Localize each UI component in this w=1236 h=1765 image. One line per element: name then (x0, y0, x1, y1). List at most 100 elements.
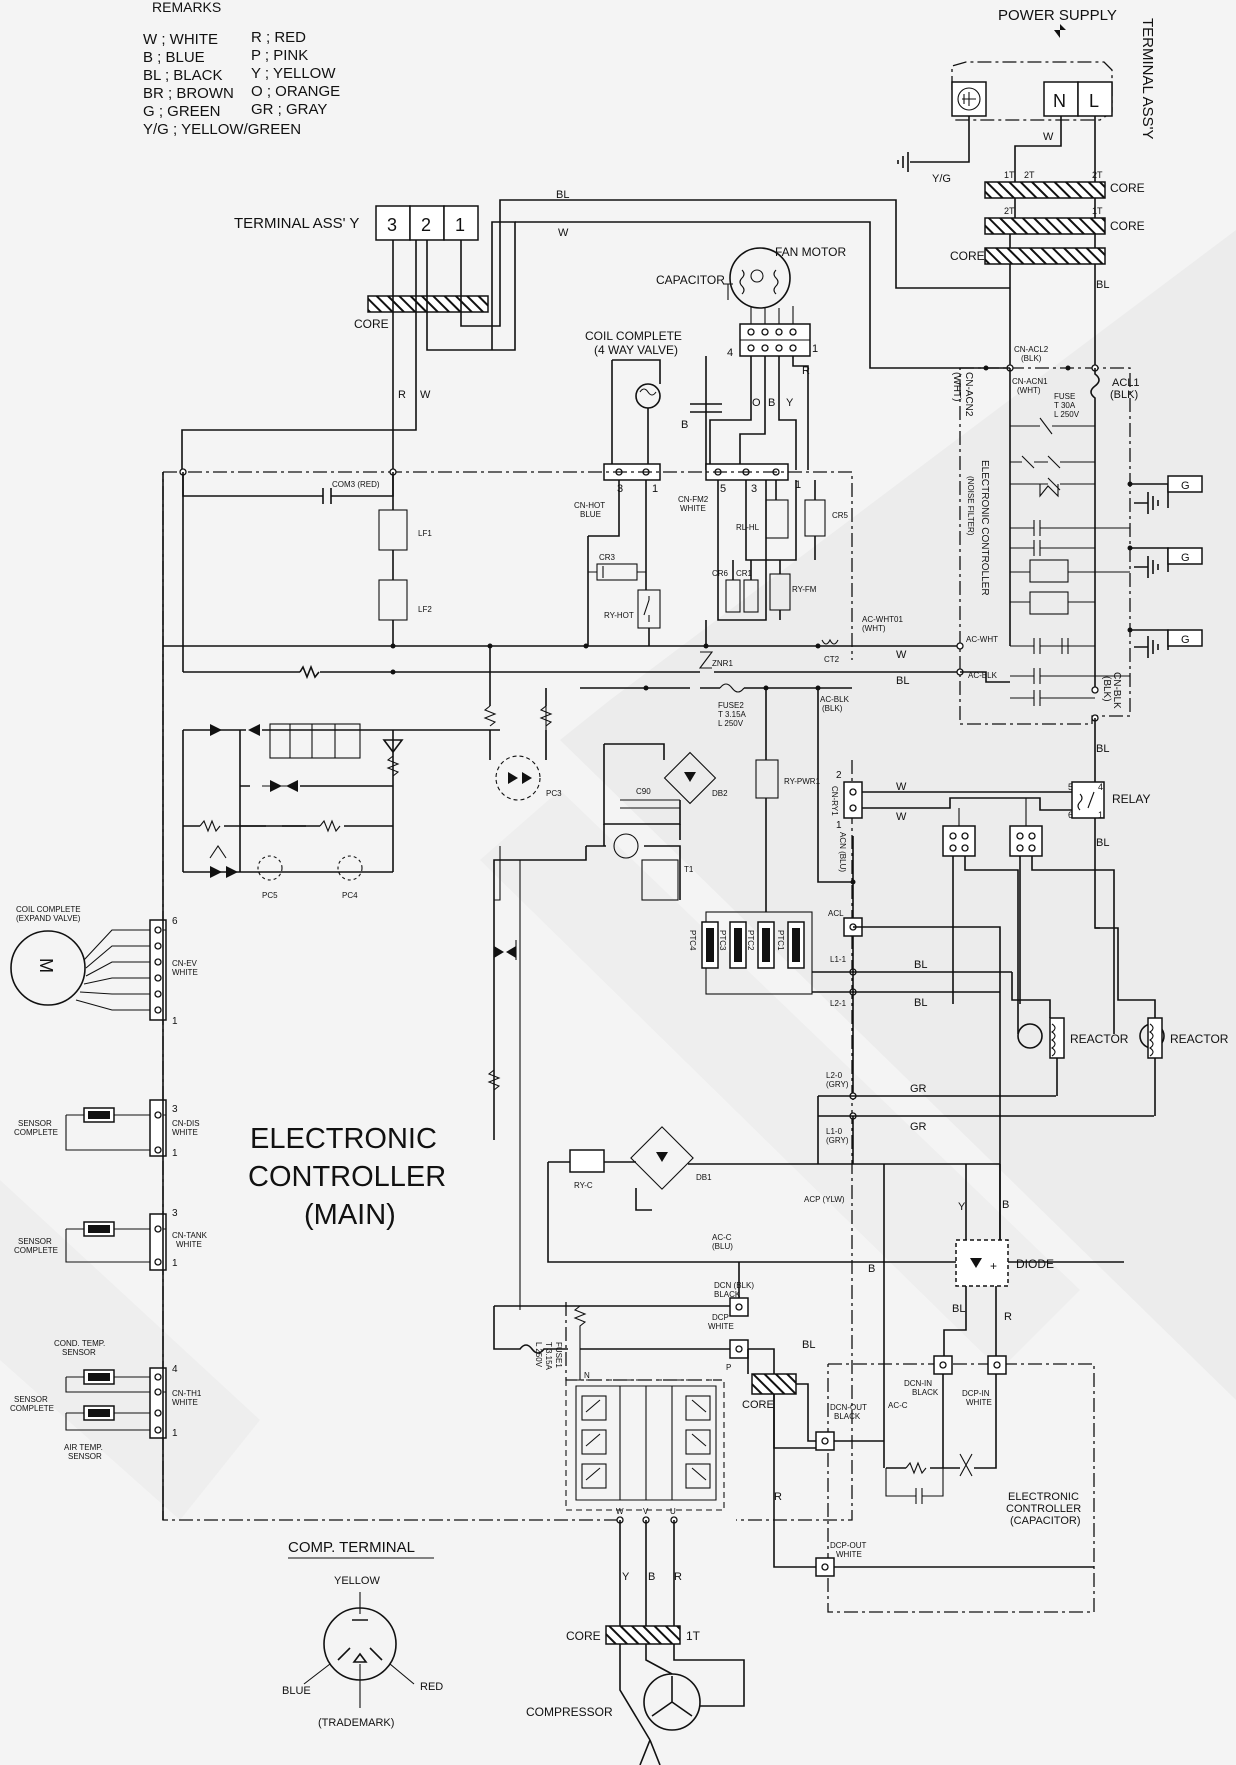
fan-wire-y: Y (786, 397, 794, 409)
terminal-l-label: L (1089, 91, 1099, 111)
cn-dis-pin3: 3 (172, 1104, 178, 1115)
l1-1-label: L1-1 (830, 955, 847, 964)
cn-dis-pin1: 1 (172, 1148, 178, 1159)
remark-red: R ; RED (251, 29, 306, 46)
db2-bridge (663, 751, 717, 805)
cap-core-label: CORE (742, 1399, 774, 1411)
dcn-color: BLACK (714, 1290, 741, 1299)
comp-red-label: RED (420, 1681, 443, 1693)
fan-motor-label: FAN MOTOR (775, 245, 846, 259)
cn-fm2-pin1: 1 (795, 479, 801, 491)
cn-th1-pin4: 4 (172, 1364, 178, 1375)
cap-ctrl-title3: (CAPACITOR) (1010, 1515, 1081, 1527)
dcp-in-color: WHITE (966, 1398, 992, 1407)
cap-ctrl-title1: ELECTRONIC (1008, 1491, 1079, 1503)
noise-choke (1029, 559, 1069, 583)
terminal-core-label: CORE (354, 317, 389, 331)
remarks-title: REMARKS (152, 0, 221, 15)
resistor-icon (199, 819, 341, 833)
l2-1-label: L2-1 (830, 999, 847, 1008)
cn-ev-color: WHITE (172, 968, 198, 977)
earth-icon (1134, 636, 1159, 658)
dcn-in-label: DCN-IN (904, 1379, 932, 1388)
pc3-label: PC3 (546, 789, 562, 798)
earth-icon (1134, 492, 1159, 514)
cn-th1-pin1: 1 (172, 1428, 178, 1439)
comp-terminal-title: COMP. TERMINAL (288, 1539, 415, 1556)
noise-fuse-rating: T 30A (1054, 401, 1076, 410)
cn-hot-pin3: 3 (617, 483, 623, 495)
cn-dis-connector (149, 1099, 167, 1157)
label-2t-b: 2T (1092, 170, 1103, 180)
relay-pin1: 1 (1098, 810, 1103, 820)
core-label-3: CORE (950, 249, 985, 263)
dcp-label: DCP (712, 1313, 729, 1322)
terminal-2-label: 2 (421, 215, 431, 235)
cap-wire-r: R (774, 1491, 782, 1503)
reactor-wire-gr1: GR (910, 1083, 927, 1095)
cr1-icon (743, 579, 759, 613)
cn-fm2-pin3: 3 (751, 483, 757, 495)
remark-green: G ; GREEN (143, 103, 221, 120)
cn-tank-pin1: 1 (172, 1258, 178, 1269)
sensor2-sublabel: COMPLETE (14, 1246, 58, 1255)
ac-wht01-label: AC-WHT01 (862, 615, 903, 624)
motor-m-label: M (36, 958, 56, 973)
cn-tank-label: CN-TANK (172, 1231, 208, 1240)
cr5-label: CR5 (832, 511, 849, 520)
fuse2-voltage: L 250V (718, 719, 744, 728)
dcn-in-color: BLACK (912, 1388, 939, 1397)
diode-wire-y: Y (958, 1201, 966, 1213)
power-supply-block: POWER SUPPLY TERMINAL ASS'Y N L W Y/G 1T… (897, 7, 1156, 368)
compressor-label: COMPRESSOR (526, 1705, 613, 1719)
terminal-assy-block: TERMINAL ASS' Y 3 2 1 CORE R W BL W (181, 189, 1010, 472)
coil-4way-icon (635, 383, 661, 409)
terminal-core (367, 295, 489, 313)
diode-icon (248, 724, 260, 736)
l1-0-label: L1-0 (826, 1127, 843, 1136)
wire-r-label: R (398, 389, 406, 401)
compressor-core (605, 1625, 681, 1645)
diode-icon (210, 724, 222, 736)
cond-temp-sublabel: SENSOR (62, 1348, 96, 1357)
fuse2-icon (719, 683, 745, 693)
fan-wire-b2: B (681, 419, 688, 431)
diode-wire-r: R (1004, 1311, 1012, 1323)
compressor-block: COMP. TERMINAL YELLOW BLUE RED (TRADEMAR… (282, 1520, 745, 1765)
diode-icon (970, 1258, 982, 1268)
varistor-icon (1010, 455, 1095, 469)
remark-yellow: Y ; YELLOW (251, 65, 336, 82)
noise-wire-bl: BL (896, 675, 909, 687)
ct2-label: CT2 (824, 655, 840, 664)
ac-wht01-color: (WHT) (862, 624, 886, 633)
capacitor-label: CAPACITOR (656, 273, 725, 287)
ground-terminal-g3 (1167, 629, 1203, 647)
reactor-1-thermal (1017, 1023, 1043, 1049)
noise-choke (1029, 591, 1069, 615)
fuse1-voltage: L 250V (534, 1342, 543, 1368)
cn-hot-label: CN-HOT (574, 501, 605, 510)
fuse2-label: FUSE2 (718, 701, 744, 710)
comp-wire-y: Y (622, 1571, 630, 1583)
acn-blu-label: ACN (BLU) (838, 832, 847, 872)
cn-acl2-label: CN-ACL2 (1014, 345, 1049, 354)
fan-pin-1: 1 (812, 343, 818, 355)
cn-acn2-label: CN-ACN2 (963, 372, 974, 417)
cn-blk-label: CN-BLK (1111, 672, 1122, 709)
cn-th1-connector (149, 1367, 167, 1439)
relay-block: 5 4 6 1 RELAY BL BL W W (853, 718, 1150, 1266)
diode-icon (494, 946, 516, 958)
label-1t: 1T (1004, 170, 1015, 180)
cap-core (751, 1373, 797, 1395)
pc4-icon (337, 855, 363, 881)
cn-acn1-label: CN-ACN1 (1012, 377, 1048, 386)
dcp-color: WHITE (708, 1322, 734, 1331)
reactor-1-label: REACTOR (1070, 1032, 1129, 1046)
remark-gray: GR ; GRAY (251, 101, 327, 118)
ground-terminal-g1 (1167, 475, 1203, 493)
expand-valve-sublabel: (EXPAND VALVE) (16, 914, 81, 923)
core-label-1: CORE (1110, 181, 1145, 195)
earth-icon (897, 152, 909, 172)
ptc4-label: PTC4 (688, 930, 697, 951)
